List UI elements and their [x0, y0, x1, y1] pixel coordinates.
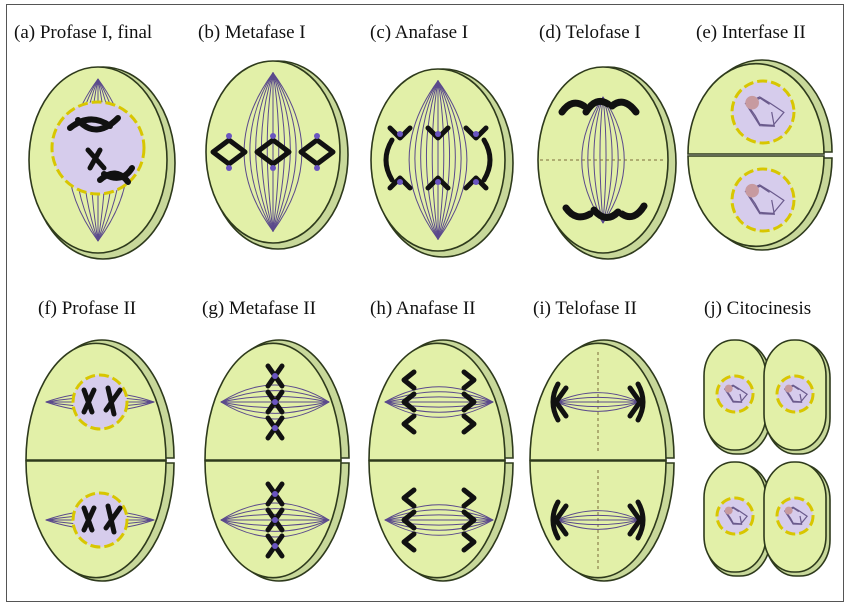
centromere — [435, 131, 441, 137]
cell-e — [688, 60, 832, 250]
centromere — [473, 179, 479, 185]
centromere — [272, 399, 278, 405]
cell-j — [704, 340, 830, 576]
cell-i — [530, 340, 674, 581]
centromere — [272, 543, 278, 549]
centromere — [473, 131, 479, 137]
nucleolus — [785, 385, 793, 393]
cell-b — [206, 61, 348, 249]
centromere — [272, 491, 278, 497]
centromere — [314, 165, 320, 171]
cell-c — [371, 69, 513, 257]
nucleolus — [725, 507, 733, 515]
nucleus — [73, 493, 127, 547]
centromere — [226, 165, 232, 171]
nucleus — [732, 81, 794, 143]
centromere — [397, 179, 403, 185]
cell-f — [26, 340, 174, 581]
cell-d — [538, 67, 676, 259]
centromere — [270, 133, 276, 139]
centromere — [435, 179, 441, 185]
centromere — [226, 133, 232, 139]
centromere — [270, 165, 276, 171]
nucleus — [732, 169, 794, 231]
centromere — [272, 373, 278, 379]
cell-h — [369, 340, 513, 581]
centromere — [314, 133, 320, 139]
nucleolus — [785, 507, 793, 515]
centromere — [272, 517, 278, 523]
nucleus — [73, 375, 127, 429]
centromere — [272, 425, 278, 431]
centromere — [397, 131, 403, 137]
nucleolus — [725, 385, 733, 393]
cell-a — [29, 67, 175, 259]
nucleolus — [745, 184, 759, 198]
nucleolus — [745, 96, 759, 110]
cell-g — [205, 340, 349, 581]
